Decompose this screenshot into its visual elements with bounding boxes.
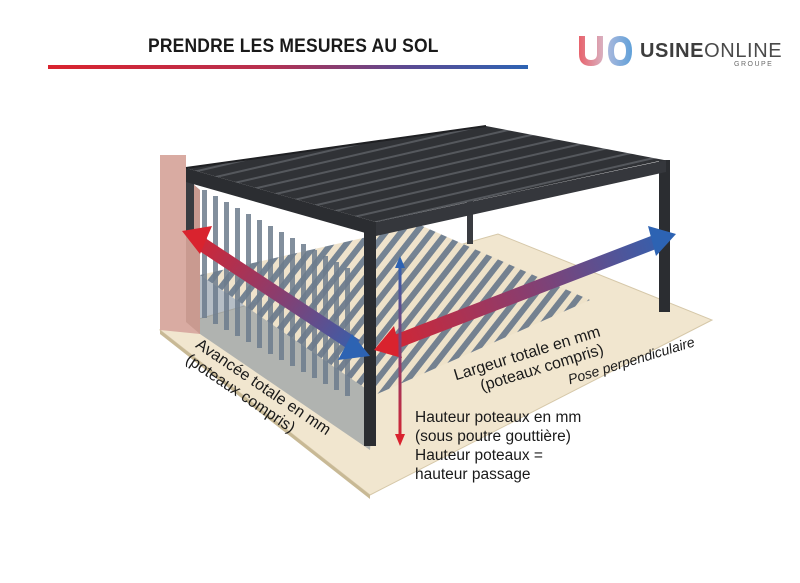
roof-beam-side	[376, 160, 666, 236]
post-back-left	[186, 175, 194, 235]
roof-louvres	[186, 126, 664, 222]
arrow-hauteur	[395, 256, 405, 446]
roof-beam-front	[186, 168, 376, 236]
arrow-avancee	[182, 226, 370, 360]
logo-monogram-icon	[579, 36, 632, 66]
title-underline	[48, 65, 528, 69]
page-title: PRENDRE LES MESURES AU SOL	[148, 36, 439, 57]
brand-logo: USINEONLINE GROUPE	[576, 32, 782, 72]
logo-subtitle: GROUPE	[734, 61, 774, 68]
arrow-largeur	[374, 226, 676, 358]
slat-shadow	[200, 225, 590, 395]
hauteur-label: Hauteur poteaux en mm (sous poutre goutt…	[415, 409, 582, 483]
logo-wordmark: USINEONLINE	[640, 40, 783, 62]
post-front-left	[364, 232, 376, 446]
